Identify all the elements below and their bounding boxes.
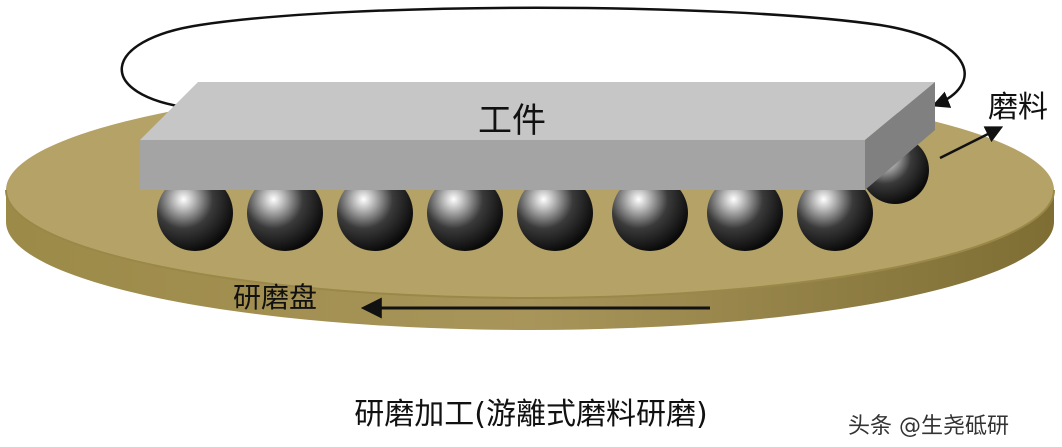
abrasive-particle [707,175,783,251]
abrasive-arrow [939,126,1004,160]
abrasive-particle [612,175,688,251]
abrasive-particle [247,175,323,251]
watermark: 头条 @生尧砥研 [848,414,1009,439]
workpiece-front-face [140,140,865,190]
abrasive-particles [157,136,929,251]
abrasive-particle [517,175,593,251]
abrasive-particle [797,175,873,251]
workpiece-rotation-path [120,6,966,110]
abrasive-particle [427,175,503,251]
workpiece-top-face [140,82,935,140]
abrasive-particle [337,175,413,251]
plate-top-shade [5,189,1055,299]
abrasive-label: 磨料 [988,90,1048,125]
workpiece [140,82,935,190]
lapping-plate-label: 研磨盘 [233,281,318,314]
diagram-caption: 研磨加工(游離式磨料研磨) [354,397,708,432]
workpiece-side-face [865,82,935,190]
workpiece-label: 工件 [478,101,546,141]
abrasive-particle [157,175,233,251]
